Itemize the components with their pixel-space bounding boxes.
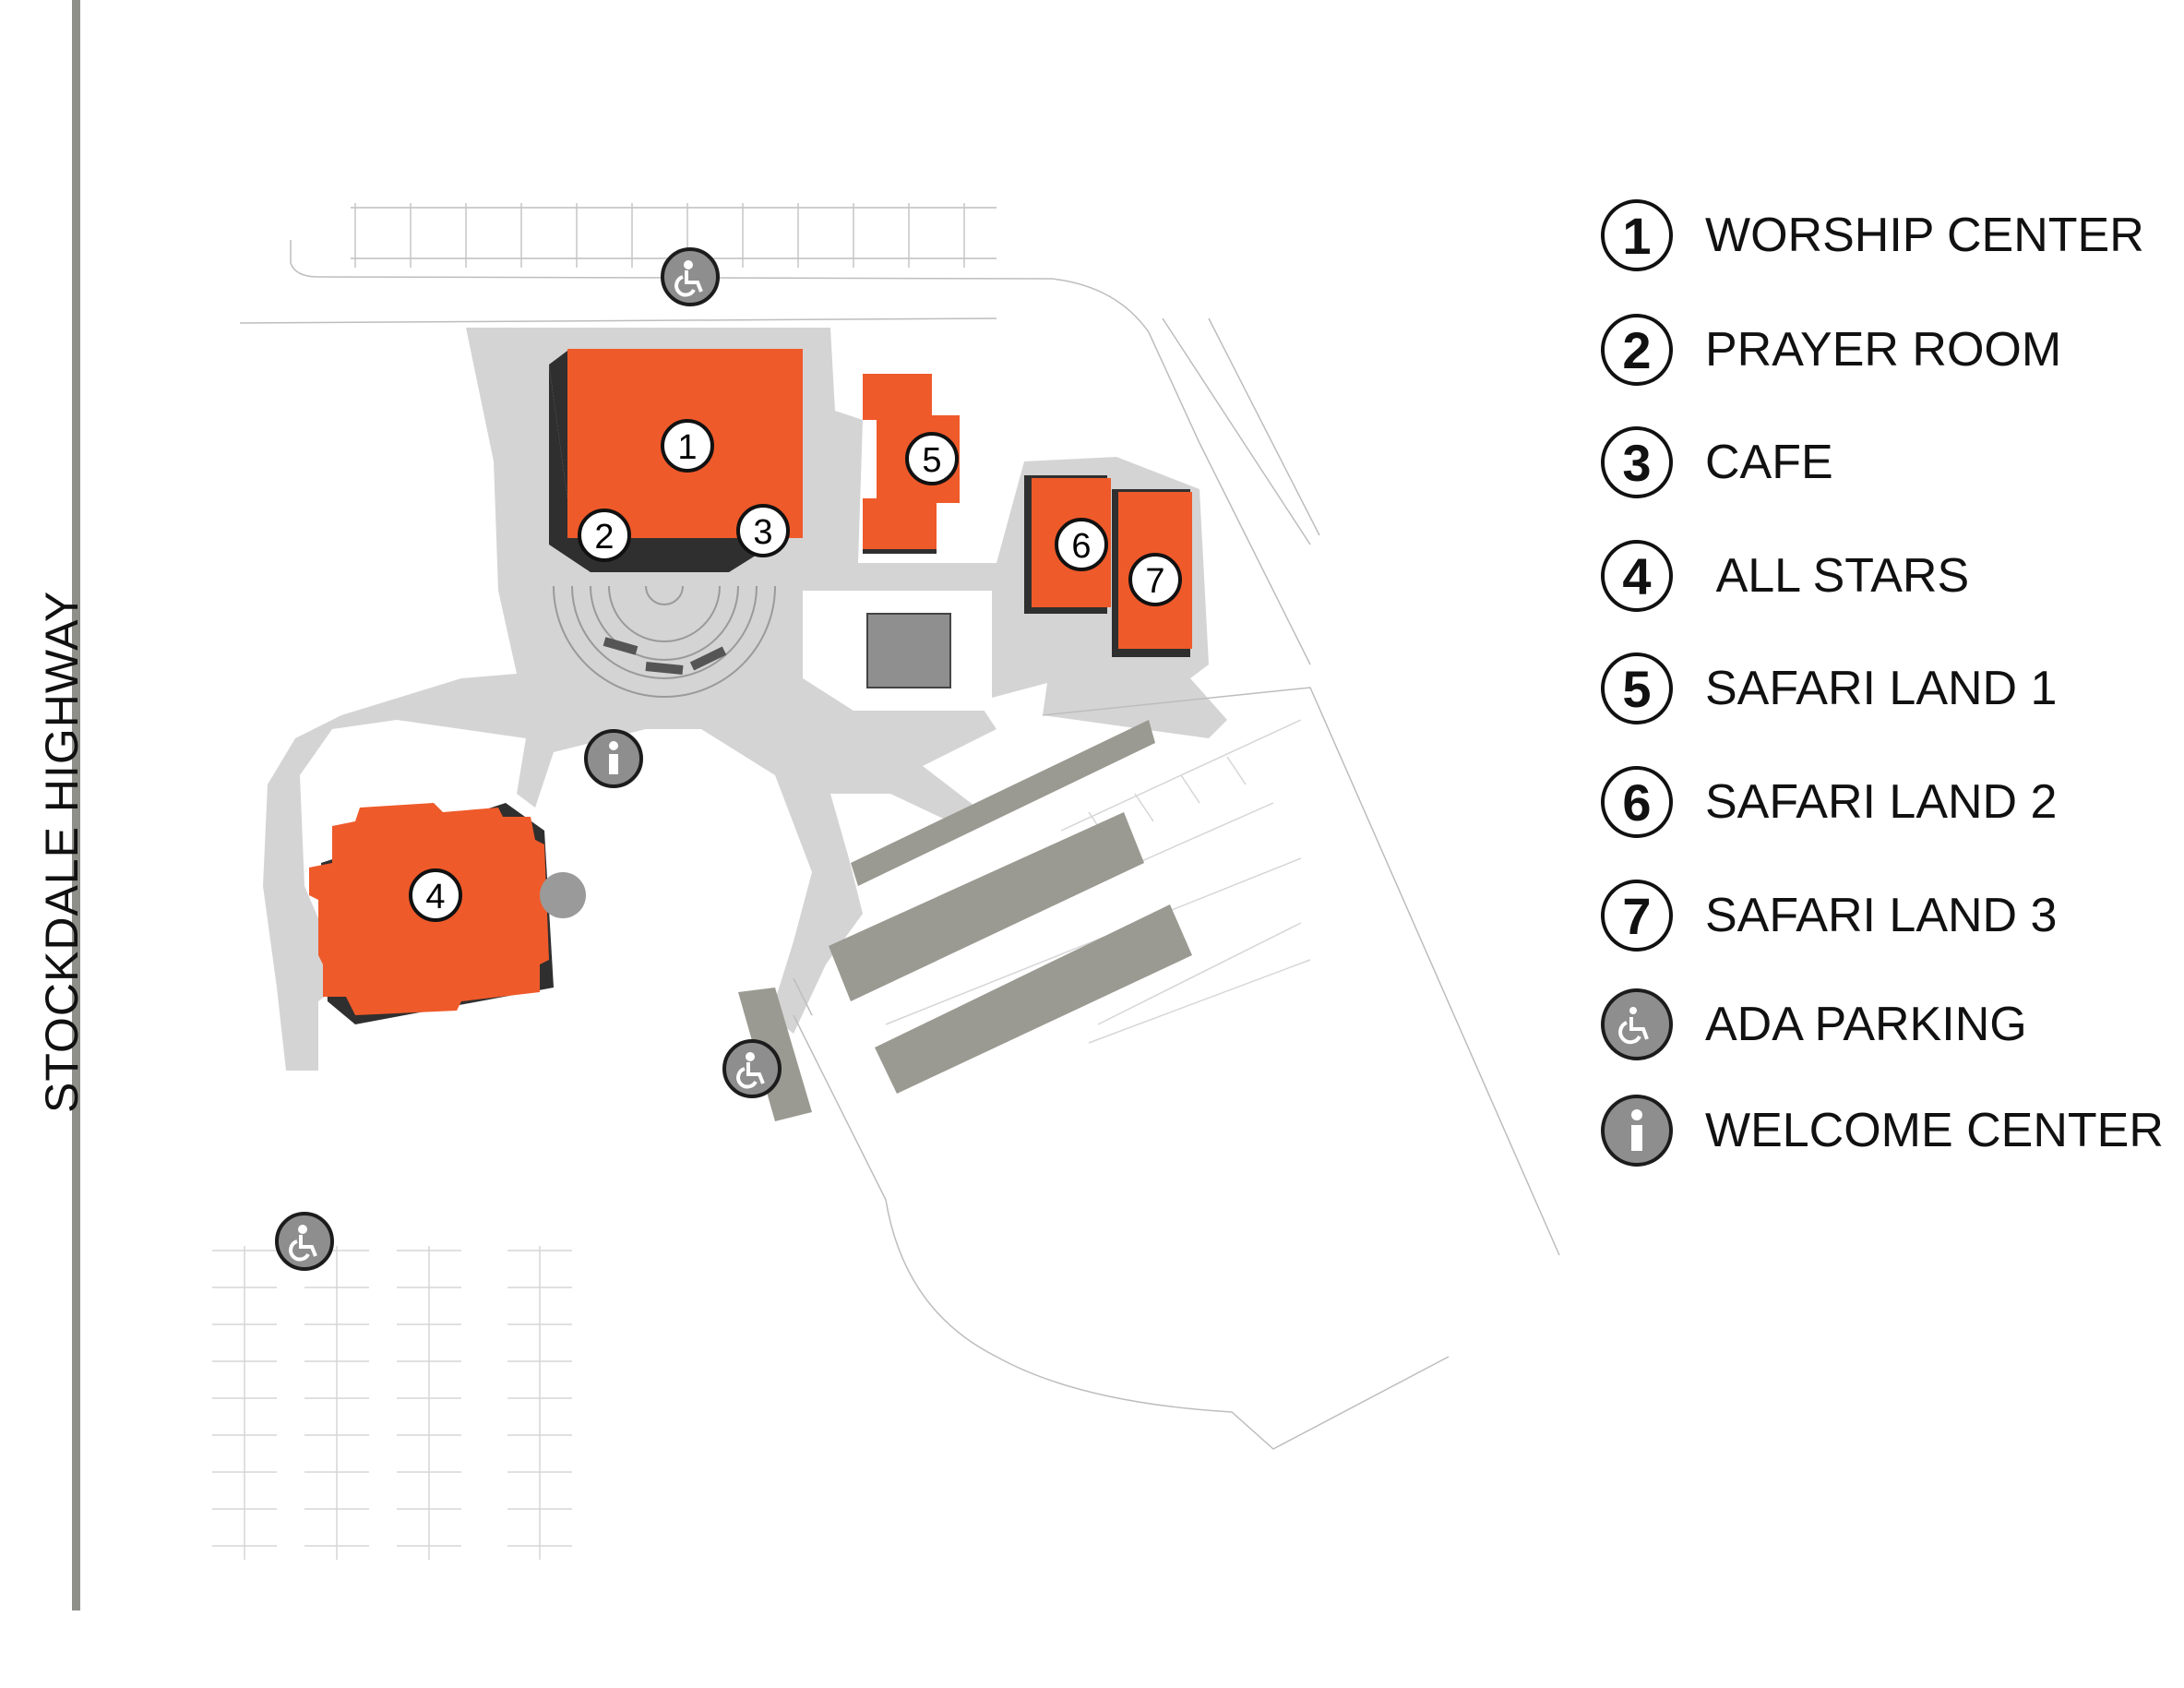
svg-text:4: 4 bbox=[425, 878, 445, 916]
legend-label: ALL STARS bbox=[1705, 549, 1970, 603]
legend-item-cafe[interactable]: 3 CAFE bbox=[1601, 421, 1833, 504]
legend-item-safari-land-2[interactable]: 6 SAFARI LAND 2 bbox=[1601, 760, 2057, 844]
building-markers: 1 2 3 4 5 6 7 bbox=[409, 419, 1182, 922]
paved-areas bbox=[263, 328, 1227, 1071]
svg-text:5: 5 bbox=[922, 441, 941, 480]
info-icon bbox=[1601, 1095, 1673, 1167]
legend-item-prayer-room[interactable]: 2 PRAYER ROOM bbox=[1601, 308, 2061, 391]
ada-marker-lower-left[interactable] bbox=[275, 1212, 334, 1271]
legend-item-worship-center[interactable]: 1 WORSHIP CENTER bbox=[1601, 194, 2144, 277]
wheelchair-icon bbox=[289, 1225, 317, 1262]
legend-label: SAFARI LAND 1 bbox=[1705, 662, 2058, 715]
marker-4[interactable]: 4 bbox=[409, 868, 462, 922]
wheelchair-icon bbox=[736, 1052, 765, 1089]
legend-label: WORSHIP CENTER bbox=[1705, 209, 2144, 262]
svg-text:1: 1 bbox=[677, 428, 697, 467]
ada-marker-middle[interactable] bbox=[722, 1039, 782, 1098]
info-glyph bbox=[1631, 1109, 1642, 1151]
highway-label: STOCKDALE HIGHWAY bbox=[36, 590, 88, 1113]
svg-text:6: 6 bbox=[1071, 527, 1091, 566]
marker-2[interactable]: 2 bbox=[578, 509, 631, 562]
marker-5[interactable]: 5 bbox=[905, 432, 959, 485]
legend-item-safari-land-3[interactable]: 7 SAFARI LAND 3 bbox=[1601, 874, 2057, 957]
ada-parking-markers bbox=[275, 247, 782, 1271]
legend-label: SAFARI LAND 3 bbox=[1705, 889, 2058, 942]
legend-number-badge: 6 bbox=[1601, 766, 1673, 838]
welcome-center-marker[interactable] bbox=[584, 729, 643, 788]
marker-1[interactable]: 1 bbox=[661, 419, 714, 473]
legend-number-badge: 5 bbox=[1601, 652, 1673, 724]
parking-lot-lower-left bbox=[212, 1246, 572, 1560]
legend-number-badge: 7 bbox=[1601, 880, 1673, 952]
legend-item-all-stars[interactable]: 4 ALL STARS bbox=[1601, 534, 1969, 617]
svg-text:3: 3 bbox=[753, 513, 772, 552]
marker-6[interactable]: 6 bbox=[1055, 518, 1108, 571]
svg-text:2: 2 bbox=[594, 518, 614, 557]
ada-marker-top[interactable] bbox=[661, 247, 720, 306]
wheelchair-glyph bbox=[1618, 1007, 1649, 1045]
legend-label: PRAYER ROOM bbox=[1705, 323, 2062, 377]
wheelchair-icon bbox=[1601, 988, 1673, 1060]
wheelchair-icon bbox=[674, 260, 703, 297]
marker-7[interactable]: 7 bbox=[1128, 553, 1182, 606]
legend-item-ada-parking[interactable]: ADA PARKING bbox=[1601, 983, 2027, 1066]
pavilion bbox=[866, 613, 951, 688]
parking-stalls-top bbox=[354, 203, 965, 268]
legend-number-badge: 2 bbox=[1601, 314, 1673, 386]
highway-line bbox=[72, 0, 80, 1610]
legend-number-badge: 4 bbox=[1601, 540, 1673, 612]
legend-number-badge: 1 bbox=[1601, 199, 1673, 271]
marker-3[interactable]: 3 bbox=[736, 504, 790, 557]
legend-label: ADA PARKING bbox=[1705, 998, 2027, 1051]
info-icon bbox=[609, 741, 618, 774]
legend-number-badge: 3 bbox=[1601, 426, 1673, 498]
legend-label: CAFE bbox=[1705, 436, 1833, 489]
svg-text:7: 7 bbox=[1145, 562, 1164, 601]
amphitheater bbox=[553, 585, 776, 698]
legend-item-safari-land-1[interactable]: 5 SAFARI LAND 1 bbox=[1601, 647, 2057, 730]
legend-label: SAFARI LAND 2 bbox=[1705, 775, 2058, 829]
legend-label: WELCOME CENTER bbox=[1705, 1104, 2164, 1157]
legend-item-welcome-center[interactable]: WELCOME CENTER bbox=[1601, 1089, 2164, 1172]
